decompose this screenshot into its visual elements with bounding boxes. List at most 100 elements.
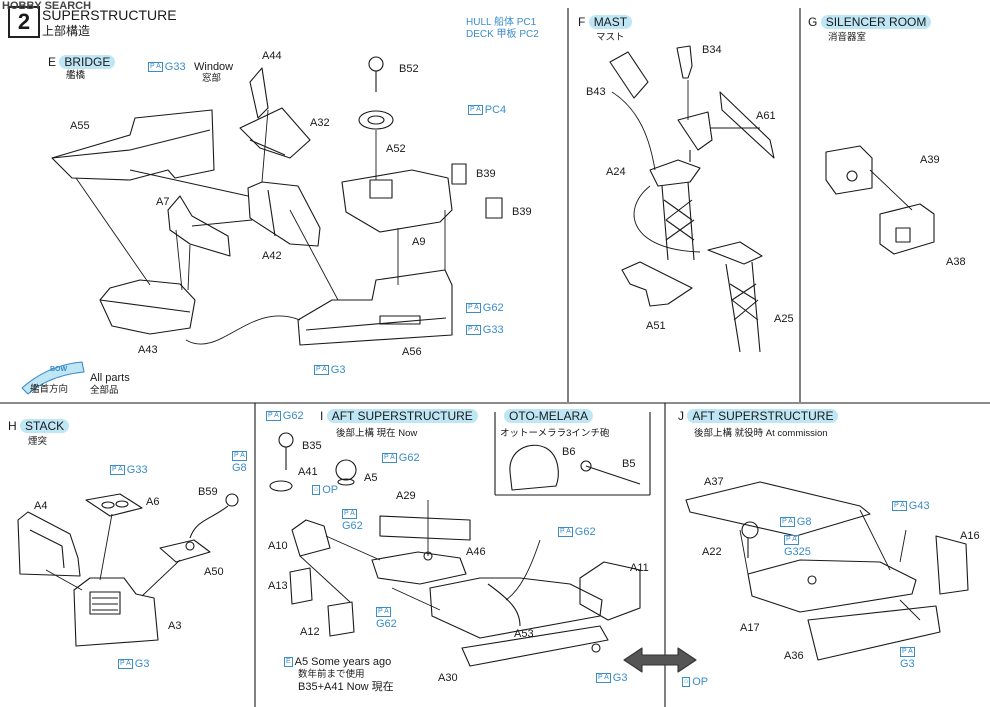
part-a61 bbox=[719, 91, 775, 159]
bridge-assembly-lines bbox=[75, 109, 446, 345]
label-a32: A32 bbox=[310, 117, 330, 129]
part-a53 bbox=[429, 577, 603, 639]
section-silencer-title: SILENCER ROOM bbox=[820, 15, 932, 29]
section-aft-now-title: AFT SUPERSTRUCTURE bbox=[326, 409, 478, 423]
section-oto: OTO-MELARA bbox=[504, 409, 594, 423]
part-a11 bbox=[579, 561, 641, 621]
part-a39 bbox=[825, 145, 873, 195]
label-a37: A37 bbox=[704, 476, 724, 488]
paint-hull: HULL 船体 PC1 bbox=[466, 17, 537, 28]
part-b39-upper bbox=[451, 163, 467, 185]
part-b59 bbox=[189, 493, 239, 539]
section-aft-commission-title: AFT SUPERSTRUCTURE bbox=[687, 409, 839, 423]
part-b43 bbox=[609, 51, 649, 99]
page-title-jp: 上部構造 bbox=[42, 24, 91, 38]
part-b39-lower bbox=[485, 197, 503, 219]
watermark-text: HOBBY SEARCH bbox=[2, 0, 92, 12]
part-a13 bbox=[289, 567, 313, 605]
legend-all-parts-jp: 全部品 bbox=[90, 385, 119, 396]
label-a6: A6 bbox=[146, 496, 160, 508]
part-a32 bbox=[239, 107, 311, 159]
section-mast-jp: マスト bbox=[596, 32, 625, 43]
part-a3 bbox=[73, 577, 159, 647]
part-a17 bbox=[747, 559, 917, 613]
label-a44: A44 bbox=[262, 50, 282, 62]
silencer-assembly-line bbox=[869, 169, 913, 211]
part-a7 bbox=[167, 195, 231, 257]
label-a11: A11 bbox=[630, 562, 649, 574]
label-a46: A46 bbox=[466, 546, 486, 558]
label-b52: B52 bbox=[399, 63, 419, 75]
part-a10 bbox=[291, 519, 331, 557]
section-bridge-title: BRIDGE bbox=[59, 55, 116, 69]
label-a30: A30 bbox=[438, 672, 458, 684]
part-a43 bbox=[99, 279, 196, 335]
section-aft-commission-sub: 後部上構 就役時 At commission bbox=[694, 428, 828, 439]
section-aft-now: I AFT SUPERSTRUCTURE bbox=[320, 409, 478, 423]
label-a56: A56 bbox=[402, 346, 422, 358]
aft-comm-assembly-lines bbox=[739, 509, 921, 621]
label-a10: A10 bbox=[268, 540, 288, 552]
part-b52 bbox=[358, 56, 394, 130]
bow-direction-icon bbox=[21, 361, 85, 395]
label-a4: A4 bbox=[34, 500, 48, 512]
label-a61: A61 bbox=[756, 110, 776, 122]
step-number: 2 bbox=[8, 6, 40, 38]
label-a24: A24 bbox=[606, 166, 626, 178]
stack-assembly-lines bbox=[45, 513, 181, 597]
label-a29: A29 bbox=[396, 490, 416, 502]
label-a50: A50 bbox=[204, 566, 224, 578]
part-a50 bbox=[159, 539, 211, 563]
section-bridge-jp: 艦橋 bbox=[66, 70, 86, 81]
mast-assembly-lines bbox=[611, 80, 760, 253]
label-a55: A55 bbox=[70, 120, 90, 132]
label-a52: A52 bbox=[386, 143, 406, 155]
label-a39: A39 bbox=[920, 154, 940, 166]
paint-deck: DECK 甲板 PC2 bbox=[466, 29, 539, 40]
part-a6 bbox=[85, 493, 143, 517]
part-a55 bbox=[51, 109, 215, 181]
label-a38: A38 bbox=[946, 256, 966, 268]
section-silencer: G SILENCER ROOM bbox=[808, 15, 932, 29]
label-a42: A42 bbox=[262, 250, 282, 262]
part-a24 bbox=[649, 111, 713, 261]
label-b6: B6 bbox=[562, 446, 576, 458]
part-b35 bbox=[278, 432, 294, 470]
label-a41: A41 bbox=[298, 466, 318, 478]
part-a41 bbox=[269, 480, 293, 492]
callout-aft-op: ⌂OP bbox=[312, 484, 339, 496]
part-a38 bbox=[879, 203, 935, 255]
page-title: SUPERSTRUCTURE bbox=[42, 7, 177, 23]
label-b39-upper: B39 bbox=[476, 168, 496, 180]
label-a3: A3 bbox=[168, 620, 182, 632]
section-stack-jp: 煙突 bbox=[28, 436, 48, 447]
label-b5: B5 bbox=[622, 458, 636, 470]
part-g8-j bbox=[741, 521, 759, 558]
section-stack-title: STACK bbox=[20, 419, 70, 433]
label-a51: A51 bbox=[646, 320, 666, 332]
note-b35-a41: B35+A41 Now 現在 bbox=[298, 681, 394, 693]
label-window-jp: 窓部 bbox=[202, 73, 222, 84]
part-a36 bbox=[807, 605, 941, 661]
section-aft-commission: J AFT SUPERSTRUCTURE bbox=[678, 409, 839, 423]
part-a5 bbox=[335, 459, 357, 486]
section-oto-title: OTO-MELARA bbox=[504, 409, 594, 423]
label-a7: A7 bbox=[156, 196, 170, 208]
part-a12 bbox=[327, 601, 355, 637]
label-a36: A36 bbox=[784, 650, 804, 662]
label-b39-lower: B39 bbox=[512, 206, 532, 218]
legend-all-parts: All parts bbox=[90, 372, 130, 384]
section-stack: H STACK bbox=[8, 419, 70, 433]
